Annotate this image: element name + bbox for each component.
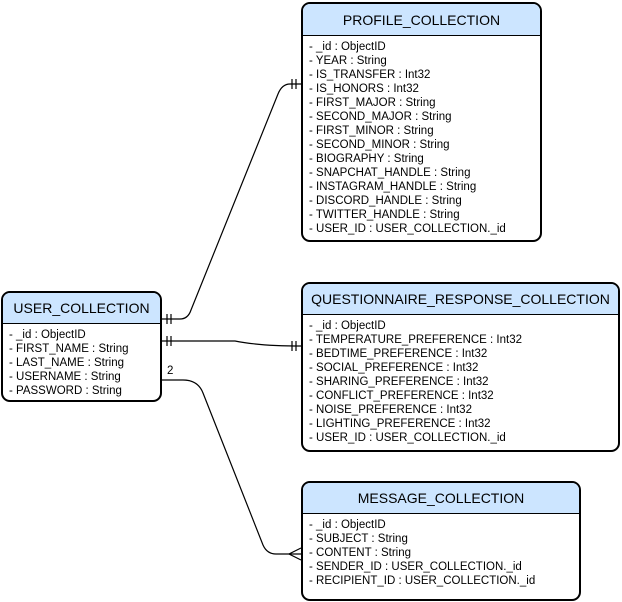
entity-field: - _id : ObjectID: [309, 519, 386, 531]
field-list: - _id : ObjectID - SUBJECT : String - CONT…: [303, 514, 579, 588]
entity-field: - SUBJECT : String: [309, 533, 408, 545]
entity-field: - SENDER_ID : USER_COLLECTION._id: [309, 561, 522, 573]
entity-field: - _id : ObjectID: [309, 41, 386, 53]
entity-field: - TWITTER_HANDLE : String: [309, 209, 460, 221]
relationship-line: [162, 379, 301, 555]
entity-field: - USER_ID : USER_COLLECTION._id: [309, 432, 506, 444]
entity-field: - IS_HONORS : Int32: [309, 83, 419, 95]
entity-field: - SOCIAL_PREFERENCE : Int32: [309, 362, 479, 374]
entity-field: - DISCORD_HANDLE : String: [309, 195, 462, 207]
entity-field: - FIRST_MINOR : String: [309, 125, 434, 137]
one-marker: [166, 314, 172, 324]
entity-field: - SHARING_PREFERENCE : Int32: [309, 376, 489, 388]
entity-field: - CONTENT : String: [309, 547, 412, 559]
entity-title: PROFILE_COLLECTION: [303, 4, 540, 36]
entity-field: - PASSWORD : String: [9, 385, 122, 397]
questionnaire-response-collection-entity[interactable]: QUESTIONNAIRE_RESPONSE_COLLECTION - _id …: [301, 282, 620, 452]
entity-field: - RECIPIENT_ID : USER_COLLECTION._id: [309, 575, 536, 587]
one-marker: [166, 336, 172, 346]
entity-field: - YEAR : String: [309, 55, 387, 67]
one-marker: [291, 79, 297, 89]
entity-field: - _id : ObjectID: [9, 329, 86, 341]
entity-field: - IS_TRANSFER : Int32: [309, 69, 431, 81]
message-collection-entity[interactable]: MESSAGE_COLLECTION - _id : ObjectID - SUB…: [301, 481, 581, 601]
profile-collection-entity[interactable]: PROFILE_COLLECTION - _id : ObjectID - YEA…: [301, 2, 542, 242]
entity-field: - INSTAGRAM_HANDLE : String: [309, 181, 477, 193]
relationship-line: [162, 83, 301, 320]
entity-title: QUESTIONNAIRE_RESPONSE_COLLECTION: [303, 284, 618, 315]
entity-field: - FIRST_MAJOR : String: [309, 97, 436, 109]
relationship-line: [162, 340, 302, 347]
one-marker: [291, 341, 297, 351]
entity-field: - USERNAME : String: [9, 371, 121, 383]
field-list: - _id : ObjectID - YEAR : String - IS_TRAN…: [303, 36, 540, 236]
user-collection-entity[interactable]: USER_COLLECTION - _id : ObjectID - FIRST_…: [1, 291, 162, 402]
field-list: - _id : ObjectID - FIRST_NAME : String - L…: [3, 324, 160, 398]
entity-field: - FIRST_NAME : String: [9, 343, 129, 355]
many-marker: [287, 547, 302, 561]
entity-field: - BIOGRAPHY : String: [309, 153, 424, 165]
entity-field: - LIGHTING_PREFERENCE : Int32: [309, 418, 491, 430]
entity-field: - LAST_NAME : String: [9, 357, 125, 369]
field-list: - _id : ObjectID - TEMPERATURE_PREFERENCE…: [303, 315, 618, 445]
entity-field: - TEMPERATURE_PREFERENCE : Int32: [309, 334, 523, 346]
entity-field: - CONFLICT_PREFERENCE : Int32: [309, 390, 494, 402]
entity-field: - _id : ObjectID: [309, 320, 386, 332]
entity-field: - SECOND_MAJOR : String: [309, 111, 452, 123]
entity-field: - SECOND_MINOR : String: [309, 139, 450, 151]
entity-field: - USER_ID : USER_COLLECTION._id: [309, 223, 506, 235]
relationship-cardinality-label: 2: [167, 365, 174, 377]
entity-field: - NOISE_PREFERENCE : Int32: [309, 404, 472, 416]
entity-title: USER_COLLECTION: [3, 293, 160, 324]
entity-field: - BEDTIME_PREFERENCE : Int32: [309, 348, 488, 360]
entity-title: MESSAGE_COLLECTION: [303, 483, 579, 514]
entity-field: - SNAPCHAT_HANDLE : String: [309, 167, 471, 179]
